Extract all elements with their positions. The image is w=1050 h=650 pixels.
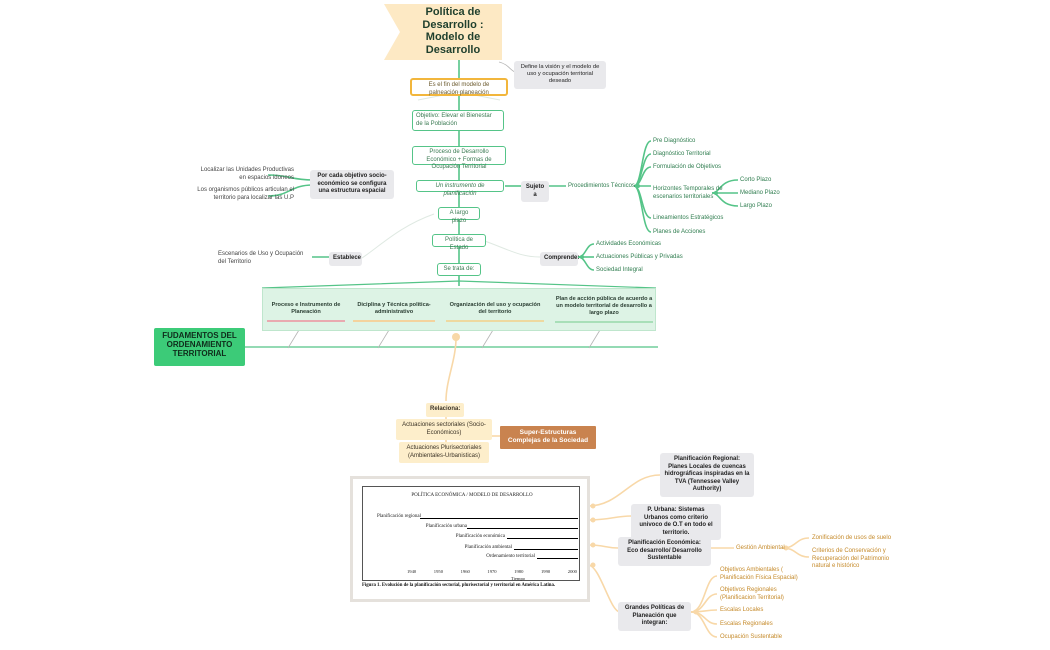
figure-row-label: Planificación urbana <box>425 524 467 529</box>
node-procedimientos[interactable]: Procedimientos Técnicos <box>568 183 635 189</box>
node-politica-estado[interactable]: Política de Estado <box>432 234 486 251</box>
leaf-sociedad[interactable]: Sociedad Integral <box>596 267 643 273</box>
node-relaciona[interactable]: Relaciona: <box>426 403 464 417</box>
panel-item-proceso[interactable]: Proceso e Instrumento de Planeación <box>267 302 345 322</box>
figure-caption: Figura 1. Evolución de la planificación … <box>362 583 556 588</box>
leaf-actividades[interactable]: Actividades Económicas <box>596 241 662 247</box>
figure-row-urbana: Planificación urbana <box>363 524 581 532</box>
panel-item-bar <box>267 319 345 322</box>
figure-row-line <box>514 549 578 550</box>
leaf-localizar[interactable]: Localizar las Unidades Productivas en es… <box>200 167 294 181</box>
node-fin[interactable]: Es el fin del modelo de palneación plane… <box>410 78 508 96</box>
leaf-largo-plazo[interactable]: Largo Plazo <box>740 203 773 209</box>
leaf-formulacion[interactable]: Formulación de Objetivos <box>653 164 722 170</box>
year-label: 1950 <box>433 569 443 574</box>
node-regional[interactable]: Planificación Regional: Planes Locales d… <box>660 453 754 497</box>
node-por-cada[interactable]: Por cada objetivo socio-económico se con… <box>310 170 394 199</box>
leaf-mediano-plazo[interactable]: Mediano Plazo <box>740 190 780 196</box>
fundamentos-topic[interactable]: FUDAMENTOS DEL ORDENAMIENTO TERRITORIAL <box>154 328 245 366</box>
figure-row-label: Planificación regional <box>376 514 421 519</box>
node-sectoriales[interactable]: Actuaciones sectoriales (Socio-Económico… <box>396 419 492 440</box>
node-super[interactable]: Super-Estructuras Complejas de la Socied… <box>500 426 596 449</box>
node-sujeto[interactable]: Sujeto a <box>521 181 549 202</box>
figure-row-label: Planificación ambiental <box>464 545 512 550</box>
figure-frame[interactable]: POLÍTICA ECONÓMICA / MODELO DE DESARROLL… <box>350 476 590 602</box>
panel-item-diciplina[interactable]: Diciplina y Técnica política-administrat… <box>353 302 435 322</box>
root-topic[interactable]: Política de Desarrollo : Modelo de Desar… <box>384 4 502 60</box>
figure-row-economica: Planificación económica <box>363 534 581 542</box>
panel-item-label: Organización del uso y ocupación del ter… <box>449 302 541 315</box>
ribbon-shape <box>384 4 502 60</box>
leaf-objetivos-regionales[interactable]: Objetivos Regionales (Planificacion Terr… <box>720 587 784 601</box>
leaf-actuaciones[interactable]: Actuaciones Públicas y Privadas <box>596 254 683 260</box>
panel-item-label: Plan de acción pública de acuerdo a un m… <box>555 296 653 316</box>
figure-row-line <box>537 558 578 559</box>
year-label: 1990 <box>540 569 551 574</box>
leaf-horizontes[interactable]: Horizontes Temporales de escenarios terr… <box>653 186 723 200</box>
leaf-planes[interactable]: Planes de Acciones <box>653 229 706 235</box>
panel-item-bar <box>353 319 435 322</box>
figure-row-line <box>420 518 578 519</box>
year-label: 1960 <box>460 569 470 574</box>
panel-item-label: Proceso e Instrumento de Planeación <box>271 302 341 315</box>
node-objetivo[interactable]: Objetivo: Elevar el Bienestar de la Pobl… <box>412 110 504 131</box>
node-gestion[interactable]: Gestión Ambiental <box>736 545 785 551</box>
panel-item-organizacion[interactable]: Organización del uso y ocupación del ter… <box>446 302 544 322</box>
figure-row-ambiental: Planificación ambiental <box>363 545 581 553</box>
figure-row-label: Planificación económica <box>455 534 505 539</box>
year-label: 1940 <box>407 569 417 574</box>
figure-row-label: Ordenamiento territorial <box>486 554 535 559</box>
panel-se-trata: Proceso e Instrumento de Planeación Dici… <box>262 288 656 331</box>
year-label: 2000 <box>567 569 577 574</box>
root-title: Política de Desarrollo : Modelo de Desar… <box>422 6 484 56</box>
node-se-trata[interactable]: Se trata de: <box>437 263 481 276</box>
leaf-corto-plazo[interactable]: Corto Plazo <box>740 177 772 183</box>
leaf-escalas-regionales[interactable]: Escalas Regionales <box>720 621 773 627</box>
figure-row-line <box>507 538 578 539</box>
node-comprende[interactable]: Comprende: <box>540 252 579 266</box>
year-label: 1970 <box>487 569 497 574</box>
node-grandes[interactable]: Grandes Políticas de Planeación que inte… <box>618 602 691 631</box>
figure-row-line <box>467 528 578 529</box>
figure-years: 1940 1950 1960 1970 1980 1990 2000 <box>407 569 577 577</box>
year-label: 1980 <box>514 569 524 574</box>
leaf-escenarios-uso[interactable]: Escenarios de Uso y Ocupación del Territ… <box>218 251 304 265</box>
figure-header: POLÍTICA ECONÓMICA / MODELO DE DESARROLL… <box>411 493 533 498</box>
node-economica[interactable]: Planificación Económica: Eco desarrollo/… <box>618 537 711 566</box>
panel-item-bar <box>446 319 544 322</box>
leaf-objetivos-ambientales[interactable]: Objetivos Ambientales ( Planificación Fí… <box>720 567 798 581</box>
leaf-criterios[interactable]: Criterios de Conservación y Recuperación… <box>812 548 890 569</box>
node-largo-plazo[interactable]: A largo plazo <box>438 207 480 224</box>
figure-row-regional: Planificación regional <box>363 514 581 522</box>
callout-note[interactable]: Define la visión y el modelo de uso y oc… <box>514 61 606 89</box>
panel-item-plan[interactable]: Plan de acción pública de acuerdo a un m… <box>555 296 653 323</box>
leaf-pre-diagnostico[interactable]: Pre Diagnóstico <box>653 138 696 144</box>
node-urbana[interactable]: P. Urbana: Sistemas Urbanos como criteri… <box>631 504 721 540</box>
node-establece[interactable]: Establece <box>329 252 362 266</box>
figure-axis-label: Tiempo <box>510 576 526 581</box>
node-instrumento[interactable]: Un instrumento de planificación <box>416 180 504 197</box>
figure-row-ordenamiento: Ordenamiento territorial <box>363 554 581 562</box>
node-proceso[interactable]: Proceso de Desarrollo Económico + Formas… <box>412 146 506 170</box>
panel-item-label: Diciplina y Técnica política-administrat… <box>357 302 431 315</box>
leaf-diagnostico[interactable]: Diagnóstico Territorial <box>653 151 711 157</box>
leaf-escalas-locales[interactable]: Escalas Locales <box>720 607 764 613</box>
leaf-organismos[interactable]: Los organismos públicos articulan el ter… <box>197 187 294 201</box>
figure-inner: POLÍTICA ECONÓMICA / MODELO DE DESARROLL… <box>362 486 580 581</box>
leaf-ocupacion[interactable]: Ocupación Sustentable <box>720 634 783 640</box>
panel-item-bar <box>555 320 653 323</box>
node-plurisectoriales[interactable]: Actuaciones Plurisectoriales (Ambientale… <box>399 442 489 463</box>
leaf-zonificacion[interactable]: Zonificación de usos de suelo <box>812 535 892 541</box>
leaf-lineamientos[interactable]: Lineamientos Estratégicos <box>653 215 724 221</box>
